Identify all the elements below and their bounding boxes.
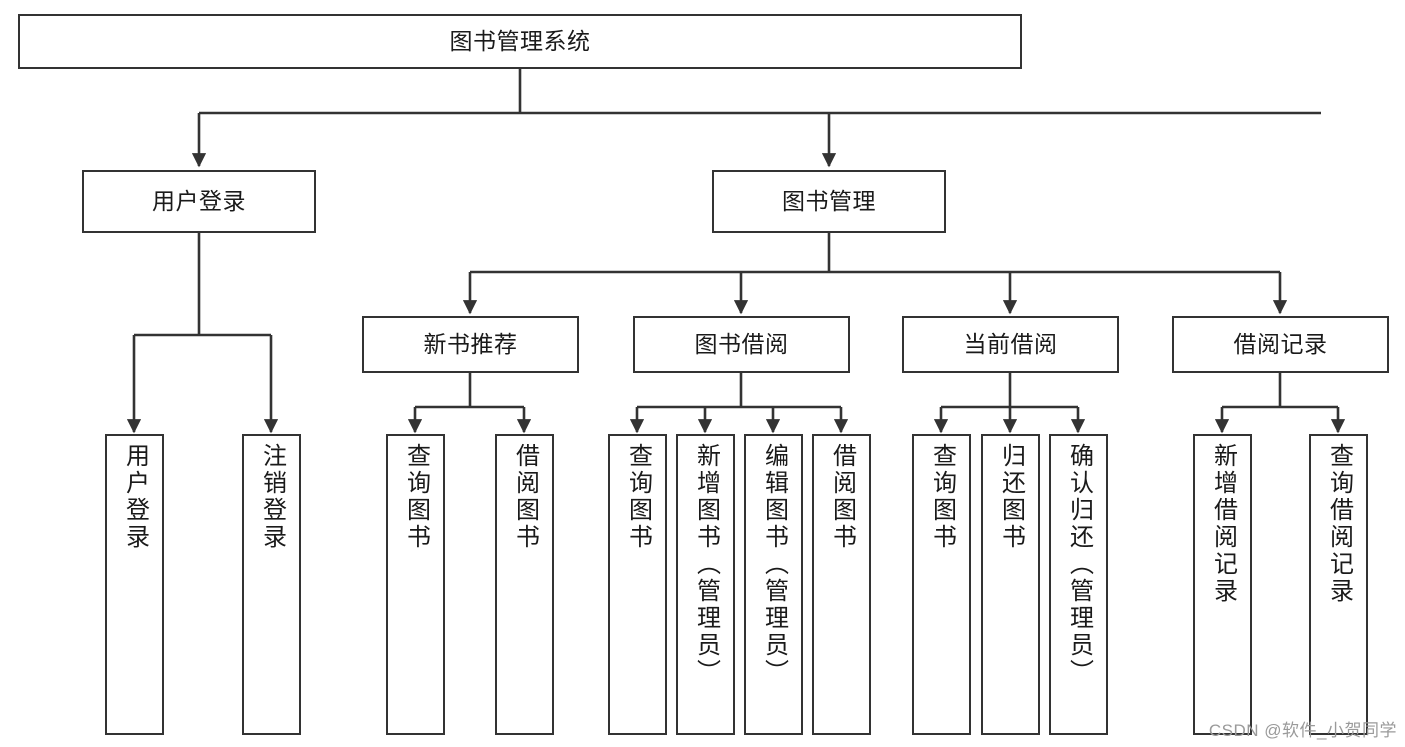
node-book-borrowing[interactable]: 图书借阅 xyxy=(633,316,850,373)
node-label: 编辑图书（管理员） xyxy=(760,443,788,686)
node-borrowing-record[interactable]: 借阅记录 xyxy=(1172,316,1389,373)
leaf-user-login-login[interactable]: 用户登录 xyxy=(105,434,164,735)
node-label: 当前借阅 xyxy=(963,330,1058,357)
node-root-book-management-system[interactable]: 图书管理系统 xyxy=(18,14,1022,69)
node-user-login[interactable]: 用户登录 xyxy=(82,170,316,233)
node-label: 注销登录 xyxy=(258,443,286,551)
leaf-new-book-borrow-book[interactable]: 借阅图书 xyxy=(495,434,554,735)
leaf-book-borrow-add-book-admin[interactable]: 新增图书（管理员） xyxy=(676,434,735,735)
node-label: 查询借阅记录 xyxy=(1325,443,1353,605)
leaf-current-borrow-query-book[interactable]: 查询图书 xyxy=(912,434,971,735)
node-label: 新书推荐 xyxy=(423,330,518,357)
node-label: 图书借阅 xyxy=(694,330,789,357)
leaf-book-borrow-edit-book-admin[interactable]: 编辑图书（管理员） xyxy=(744,434,803,735)
node-label: 新增图书（管理员） xyxy=(692,443,720,686)
node-current-borrowing[interactable]: 当前借阅 xyxy=(902,316,1119,373)
leaf-borrow-record-query-record[interactable]: 查询借阅记录 xyxy=(1309,434,1368,735)
node-label: 图书管理 xyxy=(782,187,876,214)
leaf-current-borrow-confirm-return-admin[interactable]: 确认归还（管理员） xyxy=(1049,434,1108,735)
node-label: 查询图书 xyxy=(928,443,956,551)
node-label: 用户登录 xyxy=(152,187,246,214)
node-label: 新增借阅记录 xyxy=(1209,443,1237,605)
node-label: 查询图书 xyxy=(624,443,652,551)
leaf-borrow-record-add-record[interactable]: 新增借阅记录 xyxy=(1193,434,1252,735)
csdn-watermark: CSDN @软件_小贺同学 xyxy=(1208,721,1397,740)
leaf-user-login-logout[interactable]: 注销登录 xyxy=(242,434,301,735)
node-book-management[interactable]: 图书管理 xyxy=(712,170,946,233)
node-label: 借阅图书 xyxy=(511,443,539,551)
node-label: 确认归还（管理员） xyxy=(1065,443,1093,686)
leaf-new-book-query-book[interactable]: 查询图书 xyxy=(386,434,445,735)
node-label: 归还图书 xyxy=(997,443,1025,551)
node-label: 借阅记录 xyxy=(1233,330,1328,357)
node-label: 用户登录 xyxy=(121,443,149,551)
leaf-book-borrow-query-book[interactable]: 查询图书 xyxy=(608,434,667,735)
leaf-current-borrow-return-book[interactable]: 归还图书 xyxy=(981,434,1040,735)
leaf-book-borrow-borrow-book[interactable]: 借阅图书 xyxy=(812,434,871,735)
node-new-book-recommendation[interactable]: 新书推荐 xyxy=(362,316,579,373)
node-label: 借阅图书 xyxy=(828,443,856,551)
node-label: 图书管理系统 xyxy=(449,27,591,54)
node-label: 查询图书 xyxy=(402,443,430,551)
